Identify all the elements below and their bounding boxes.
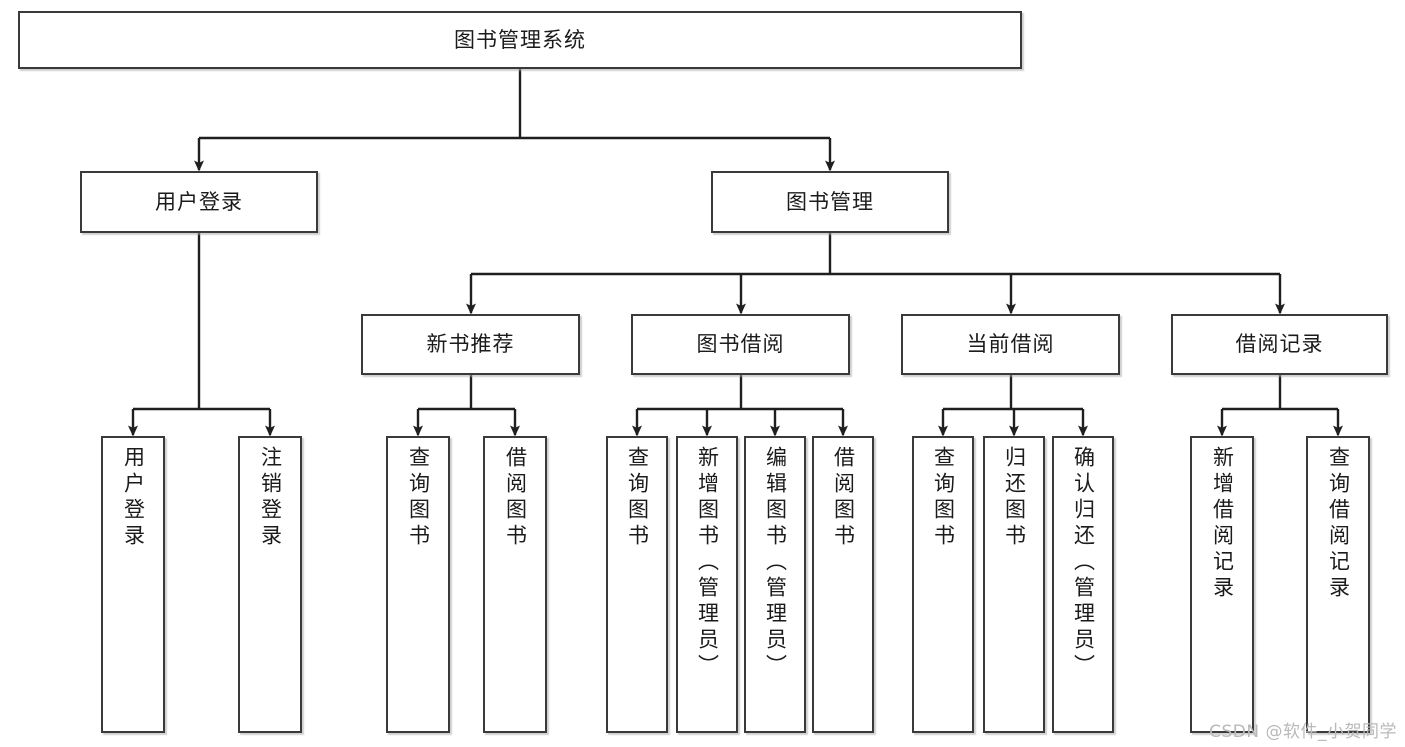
node-label: 确认归还（管理员）: [1071, 446, 1096, 680]
node-l9[interactable]: 查询图书: [912, 436, 974, 733]
node-l6[interactable]: 新增图书（管理员）: [676, 436, 738, 733]
node-n6[interactable]: 借阅记录: [1171, 314, 1388, 375]
node-n1[interactable]: 用户登录: [80, 171, 318, 233]
node-label: 查询图书: [625, 446, 650, 550]
node-n5[interactable]: 当前借阅: [901, 314, 1120, 375]
node-l12[interactable]: 新增借阅记录: [1190, 436, 1254, 733]
node-l7[interactable]: 编辑图书（管理员）: [744, 436, 806, 733]
node-label: 用户登录: [121, 446, 146, 550]
node-n0[interactable]: 图书管理系统: [18, 11, 1022, 69]
node-label: 新增借阅记录: [1210, 446, 1235, 602]
node-l11[interactable]: 确认归还（管理员）: [1052, 436, 1114, 733]
node-label: 借阅图书: [831, 446, 856, 550]
node-l1[interactable]: 用户登录: [101, 436, 165, 733]
node-l3[interactable]: 查询图书: [386, 436, 450, 733]
node-label: 新书推荐: [426, 332, 515, 357]
node-l5[interactable]: 查询图书: [606, 436, 668, 733]
node-label: 查询图书: [406, 446, 431, 550]
node-label: 编辑图书（管理员）: [763, 446, 788, 680]
node-l8[interactable]: 借阅图书: [812, 436, 874, 733]
node-label: 图书管理: [786, 189, 874, 214]
node-label: 图书管理系统: [454, 27, 586, 52]
node-label: 当前借阅: [966, 332, 1055, 357]
node-label: 图书借阅: [696, 332, 785, 357]
node-label: 借阅图书: [503, 446, 528, 550]
node-l10[interactable]: 归还图书: [983, 436, 1045, 733]
node-label: 借阅记录: [1235, 332, 1324, 357]
csdn-watermark: CSDN @软件_小贺同学: [1209, 722, 1397, 742]
node-n4[interactable]: 图书借阅: [631, 314, 850, 375]
node-l4[interactable]: 借阅图书: [483, 436, 547, 733]
node-l13[interactable]: 查询借阅记录: [1306, 436, 1370, 733]
node-label: 归还图书: [1002, 446, 1027, 550]
node-n2[interactable]: 图书管理: [711, 171, 949, 233]
node-l2[interactable]: 注销登录: [238, 436, 302, 733]
node-label: 新增图书（管理员）: [695, 446, 720, 680]
node-label: 用户登录: [155, 189, 243, 214]
node-label: 注销登录: [258, 446, 283, 550]
node-label: 查询图书: [931, 446, 956, 550]
node-label: 查询借阅记录: [1326, 446, 1351, 602]
node-n3[interactable]: 新书推荐: [361, 314, 580, 375]
